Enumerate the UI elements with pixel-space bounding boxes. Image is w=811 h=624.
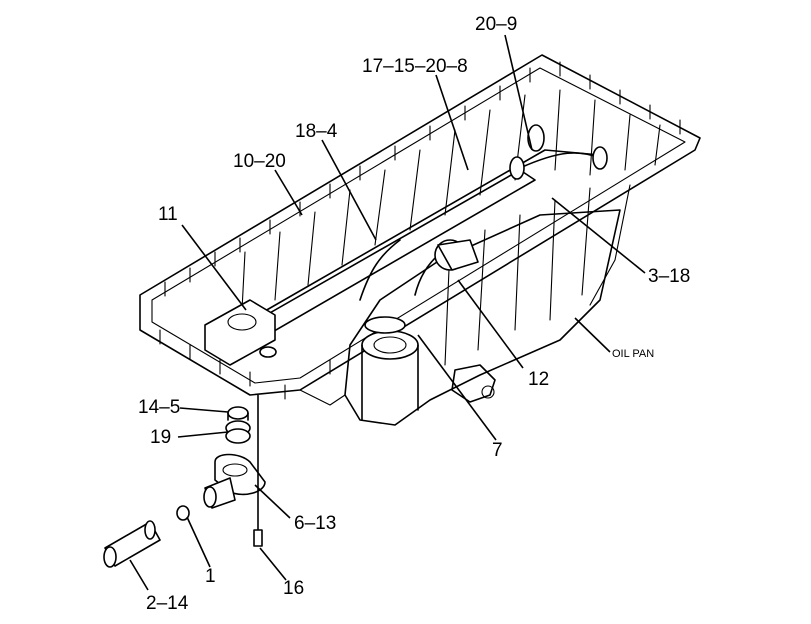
oil-pan-label: OIL PAN [612, 348, 654, 360]
callout-19: 19 [150, 427, 171, 448]
callout-10-20: 10–20 [233, 151, 286, 172]
callout-2-14: 2–14 [146, 593, 189, 614]
callout-3-18: 3–18 [648, 266, 690, 287]
oil-pan [139, 54, 701, 426]
seals [225, 406, 251, 444]
elbow-assembly [203, 453, 266, 509]
callout-6-13: 6–13 [294, 513, 336, 534]
callout-1: 1 [205, 566, 216, 587]
callout-12: 12 [528, 369, 549, 390]
leader-lines [129, 34, 646, 591]
callout-7: 7 [492, 440, 503, 461]
clamp [437, 239, 479, 271]
callout-14-5: 14–5 [138, 397, 180, 418]
bolt [253, 395, 263, 547]
callout-17-15-20-8: 17–15–20–8 [362, 56, 468, 77]
callout-16: 16 [283, 578, 304, 599]
tube-and-plug [103, 505, 190, 568]
callout-11: 11 [158, 204, 178, 225]
callout-18-4: 18–4 [295, 121, 338, 142]
callout-labels: 20–9 17–15–20–8 18–4 10–20 11 3–18 12 7 … [138, 14, 690, 614]
callout-20-9: 20–9 [475, 14, 517, 35]
adapter-block [204, 299, 277, 366]
